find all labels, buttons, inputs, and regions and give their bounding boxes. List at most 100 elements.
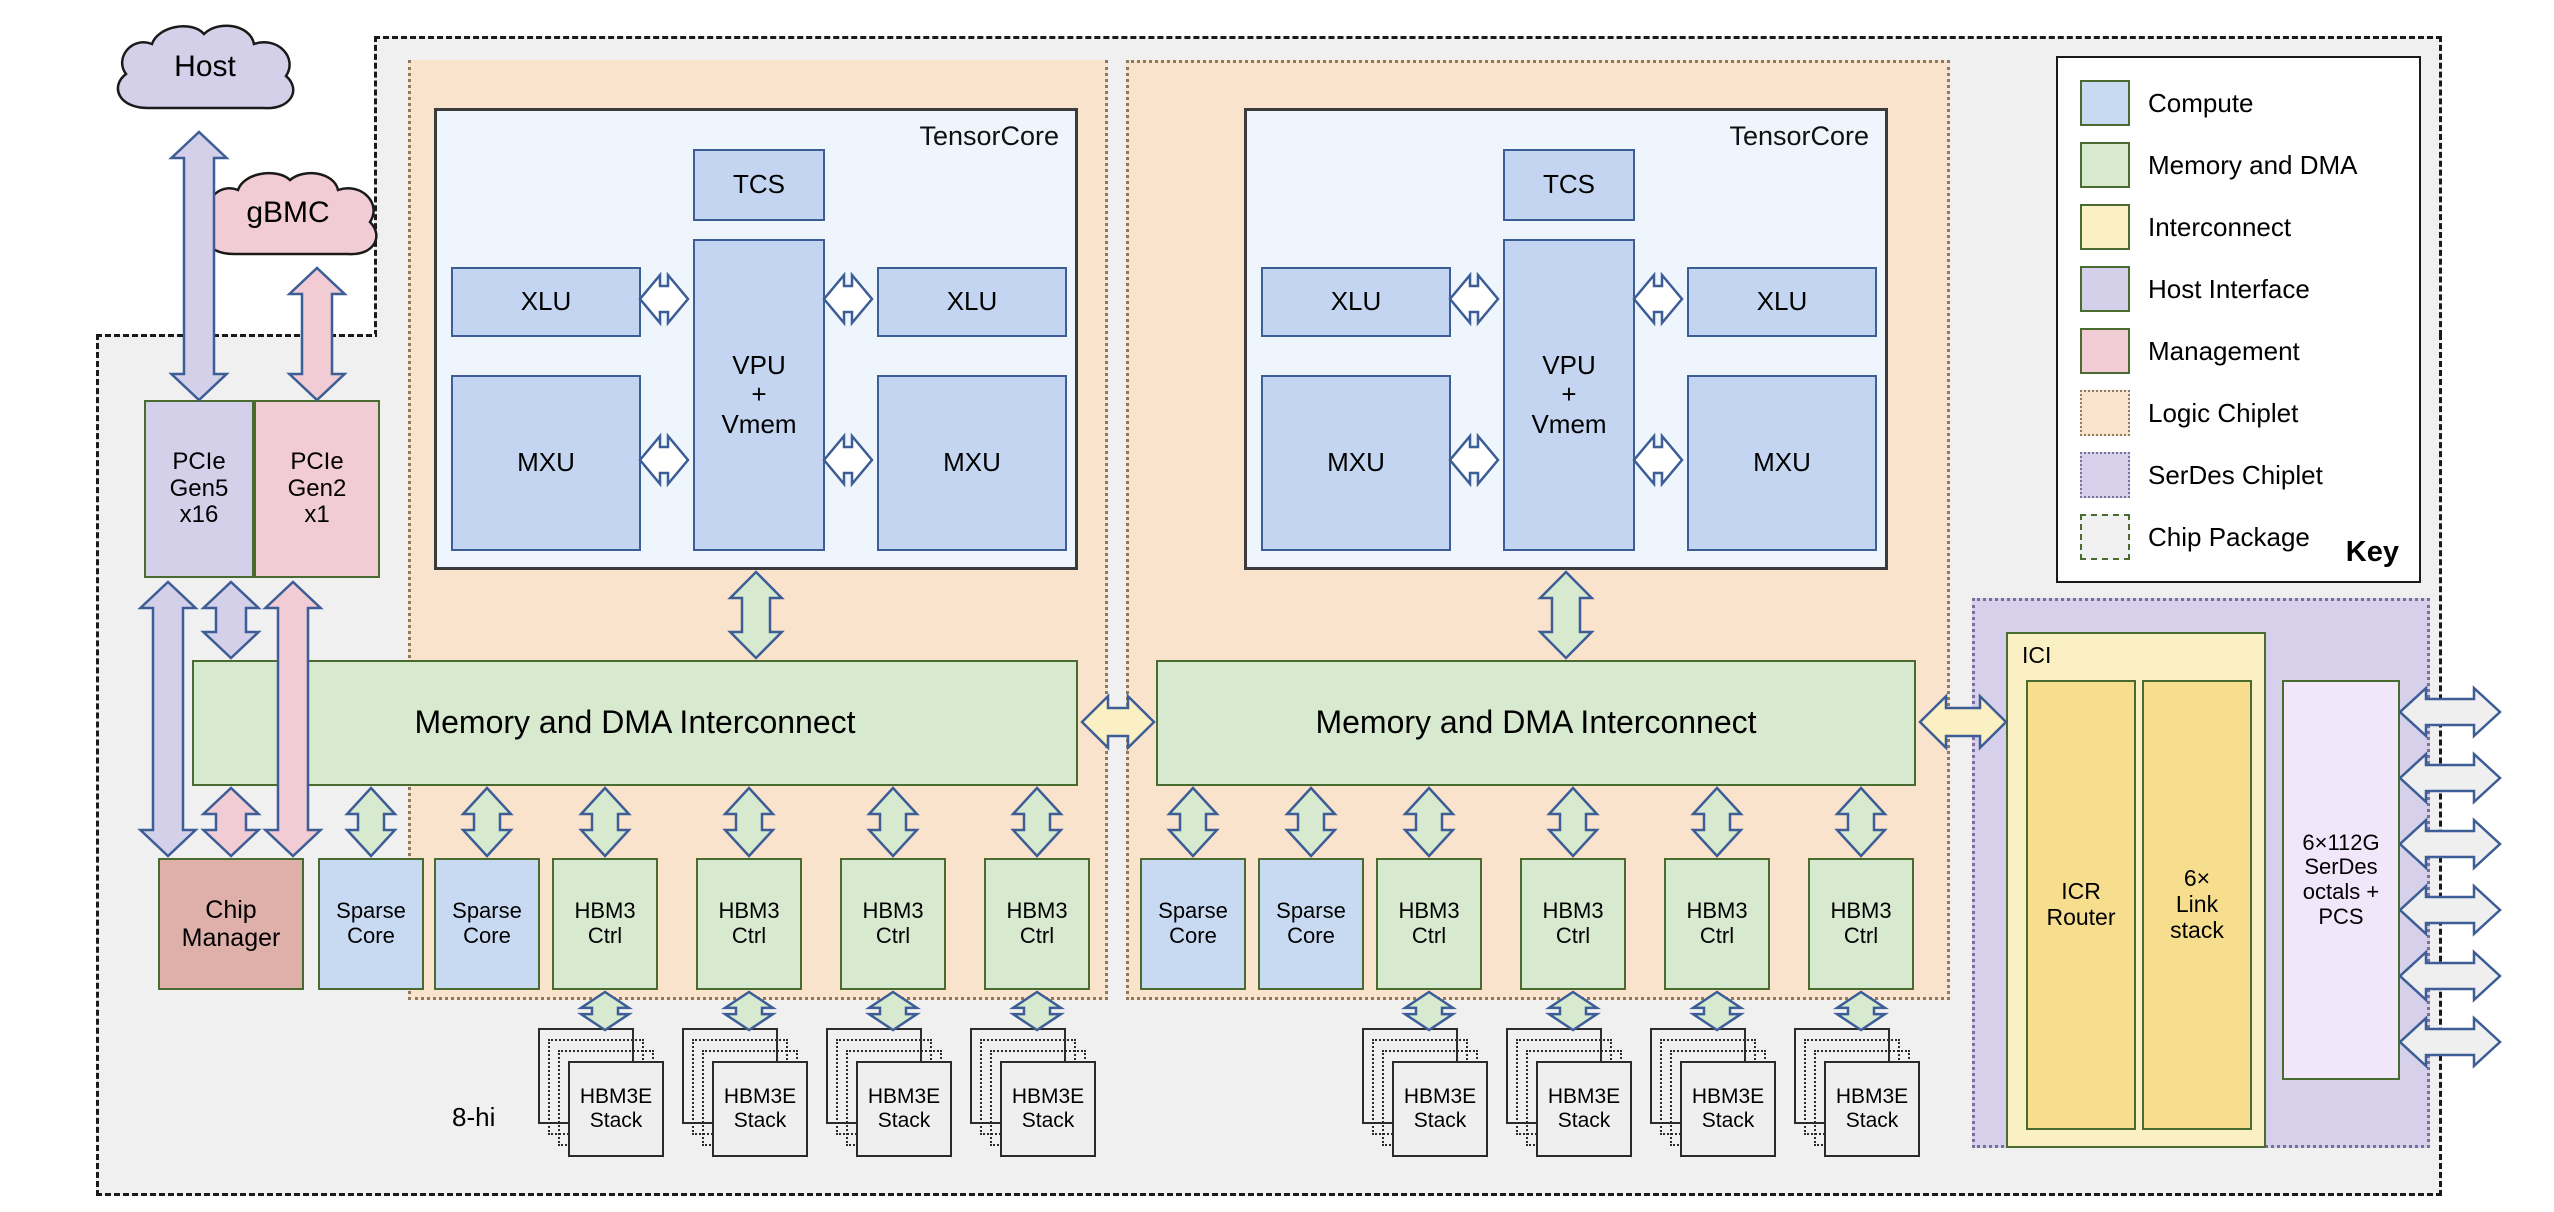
chip-manager[interactable]: Chip Manager xyxy=(158,858,304,990)
key-label-interconnect: Interconnect xyxy=(2148,211,2292,242)
vpu-vmem-a[interactable]: VPU + Vmem xyxy=(693,239,825,551)
hbm3e-a1-line1: HBM3E xyxy=(579,1085,653,1109)
tensorcore-b: TensorCore TCS VPU + Vmem XLU XLU MXU MX… xyxy=(1244,108,1888,570)
sparse-core-a1[interactable]: Sparse Core xyxy=(318,858,424,990)
hbm3e-stack-b3[interactable]: HBM3E Stack xyxy=(1650,1028,1780,1160)
key-label-memory-dma: Memory and DMA xyxy=(2148,149,2358,180)
pcie-gen5-x16[interactable]: PCIe Gen5 x16 xyxy=(144,400,254,578)
mxu-a-right[interactable]: MXU xyxy=(877,375,1067,551)
hbm3-ctrl-a3[interactable]: HBM3 Ctrl xyxy=(840,858,946,990)
link-stack[interactable]: 6× Link stack xyxy=(2142,680,2252,1130)
hbm3e-stack-a2[interactable]: HBM3E Stack xyxy=(682,1028,812,1160)
hbm3-ctrl-a1[interactable]: HBM3 Ctrl xyxy=(552,858,658,990)
sparse-core-b1-line2: Core xyxy=(1169,923,1217,948)
icr-router[interactable]: ICR Router xyxy=(2026,680,2136,1130)
key-swatch-memory-dma xyxy=(2080,142,2130,188)
mxu-a-left[interactable]: MXU xyxy=(451,375,641,551)
hbm3-ctrl-a2-line2: Ctrl xyxy=(731,923,767,948)
hbm3e-a4-line2: Stack xyxy=(1021,1109,1075,1132)
xlu-b-right[interactable]: XLU xyxy=(1687,267,1877,337)
vpu-vmem-b[interactable]: VPU + Vmem xyxy=(1503,239,1635,551)
hbm3-ctrl-b2-line1: HBM3 xyxy=(1542,898,1604,924)
ici-container: ICI ICR Router 6× Link stack xyxy=(2006,632,2266,1148)
link-stack-line3: stack xyxy=(2170,916,2224,943)
tensorcore-a: TensorCore TCS VPU + Vmem XLU XLU MXU MX… xyxy=(434,108,1078,570)
pcie-gen2-line3: x1 xyxy=(304,501,330,529)
sparse-core-b1[interactable]: Sparse Core xyxy=(1140,858,1246,990)
hbm3e-stack-b4[interactable]: HBM3E Stack xyxy=(1794,1028,1924,1160)
sparse-core-a1-line1: Sparse xyxy=(336,898,406,924)
hbm3e-stack-a3[interactable]: HBM3E Stack xyxy=(826,1028,956,1160)
vpu-a-line3: Vmem xyxy=(721,408,797,439)
sparse-core-a1-line2: Core xyxy=(347,923,395,948)
eight-hi-label: 8-hi xyxy=(452,1102,496,1132)
gbmc-cloud-label: gBMC xyxy=(246,196,330,229)
hbm3e-stack-a4[interactable]: HBM3E Stack xyxy=(970,1028,1100,1160)
hbm3e-stack-b2[interactable]: HBM3E Stack xyxy=(1506,1028,1636,1160)
xlu-b-left[interactable]: XLU xyxy=(1261,267,1451,337)
memory-dma-interconnect-b[interactable]: Memory and DMA Interconnect xyxy=(1156,660,1916,786)
pcie-gen2-line1: PCIe xyxy=(290,447,344,475)
mxu-b-right[interactable]: MXU xyxy=(1687,375,1877,551)
key-swatch-interconnect xyxy=(2080,204,2130,250)
memory-dma-interconnect-a[interactable]: Memory and DMA Interconnect xyxy=(192,660,1078,786)
hbm3-ctrl-a2[interactable]: HBM3 Ctrl xyxy=(696,858,802,990)
hbm3-ctrl-b1[interactable]: HBM3 Ctrl xyxy=(1376,858,1482,990)
hbm3-ctrl-b3[interactable]: HBM3 Ctrl xyxy=(1664,858,1770,990)
key-item-management: Management xyxy=(2080,328,2300,374)
vpu-b-line3: Vmem xyxy=(1531,408,1607,439)
hbm3-ctrl-a3-line1: HBM3 xyxy=(862,898,924,924)
pcie-gen2-line2: Gen2 xyxy=(287,474,347,502)
hbm3-ctrl-a3-line2: Ctrl xyxy=(875,923,911,948)
hbm3-ctrl-b4[interactable]: HBM3 Ctrl xyxy=(1808,858,1914,990)
key-swatch-compute xyxy=(2080,80,2130,126)
hbm3-ctrl-b4-line2: Ctrl xyxy=(1843,923,1879,948)
key-item-memory-dma: Memory and DMA xyxy=(2080,142,2358,188)
hbm3-ctrl-a4-line1: HBM3 xyxy=(1006,898,1068,924)
hbm3e-stack-b1[interactable]: HBM3E Stack xyxy=(1362,1028,1492,1160)
key-item-chip-package: Chip Package xyxy=(2080,514,2310,560)
tcs-a[interactable]: TCS xyxy=(693,149,825,221)
hbm3e-b1-line2: Stack xyxy=(1413,1109,1467,1132)
vpu-b-line2: + xyxy=(1561,379,1577,410)
hbm3-ctrl-b4-line1: HBM3 xyxy=(1830,898,1892,924)
host-cloud: Host xyxy=(100,20,310,130)
xlu-a-left[interactable]: XLU xyxy=(451,267,641,337)
xlu-a-right[interactable]: XLU xyxy=(877,267,1067,337)
tensorcore-b-title: TensorCore xyxy=(1729,121,1869,151)
sparse-core-a2[interactable]: Sparse Core xyxy=(434,858,540,990)
hbm3e-a3-line2: Stack xyxy=(877,1109,931,1132)
sparse-core-a2-line1: Sparse xyxy=(452,898,522,924)
key-swatch-management xyxy=(2080,328,2130,374)
serdes-line3: octals + xyxy=(2302,879,2380,904)
key-swatch-logic-chiplet xyxy=(2080,390,2130,436)
hbm3e-stack-a1[interactable]: HBM3E Stack xyxy=(538,1028,668,1160)
hbm3e-stack-a1-front: HBM3E Stack xyxy=(568,1061,664,1157)
hbm3e-stack-b2-front: HBM3E Stack xyxy=(1536,1061,1632,1157)
vpu-a-line2: + xyxy=(751,379,767,410)
key-item-logic-chiplet: Logic Chiplet xyxy=(2080,390,2298,436)
ici-label: ICI xyxy=(2022,642,2052,668)
sparse-core-a2-line2: Core xyxy=(463,923,511,948)
hbm3e-stack-b3-front: HBM3E Stack xyxy=(1680,1061,1776,1157)
mxu-b-left[interactable]: MXU xyxy=(1261,375,1451,551)
hbm3e-stack-a4-front: HBM3E Stack xyxy=(1000,1061,1096,1157)
hbm3-ctrl-b3-line1: HBM3 xyxy=(1686,898,1748,924)
hbm3-ctrl-b2[interactable]: HBM3 Ctrl xyxy=(1520,858,1626,990)
hbm3-ctrl-a4[interactable]: HBM3 Ctrl xyxy=(984,858,1090,990)
sparse-core-b2[interactable]: Sparse Core xyxy=(1258,858,1364,990)
hbm3e-stack-b1-front: HBM3E Stack xyxy=(1392,1061,1488,1157)
key-label-serdes-chiplet: SerDes Chiplet xyxy=(2148,459,2323,490)
key-item-compute: Compute xyxy=(2080,80,2254,126)
hbm3e-b2-line1: HBM3E xyxy=(1547,1085,1621,1109)
hbm3-ctrl-b1-line2: Ctrl xyxy=(1411,923,1447,948)
serdes-octals-pcs[interactable]: 6×112G SerDes octals + PCS xyxy=(2282,680,2400,1080)
hbm3e-stack-b4-front: HBM3E Stack xyxy=(1824,1061,1920,1157)
gbmc-cloud: gBMC xyxy=(188,168,388,276)
tcs-b[interactable]: TCS xyxy=(1503,149,1635,221)
serdes-line1: 6×112G xyxy=(2302,829,2380,855)
pcie-gen2-x1[interactable]: PCIe Gen2 x1 xyxy=(254,400,380,578)
vpu-b-line1: VPU xyxy=(1542,350,1596,381)
serdes-line4: PCS xyxy=(2318,903,2364,929)
key-label-logic-chiplet: Logic Chiplet xyxy=(2148,397,2299,428)
